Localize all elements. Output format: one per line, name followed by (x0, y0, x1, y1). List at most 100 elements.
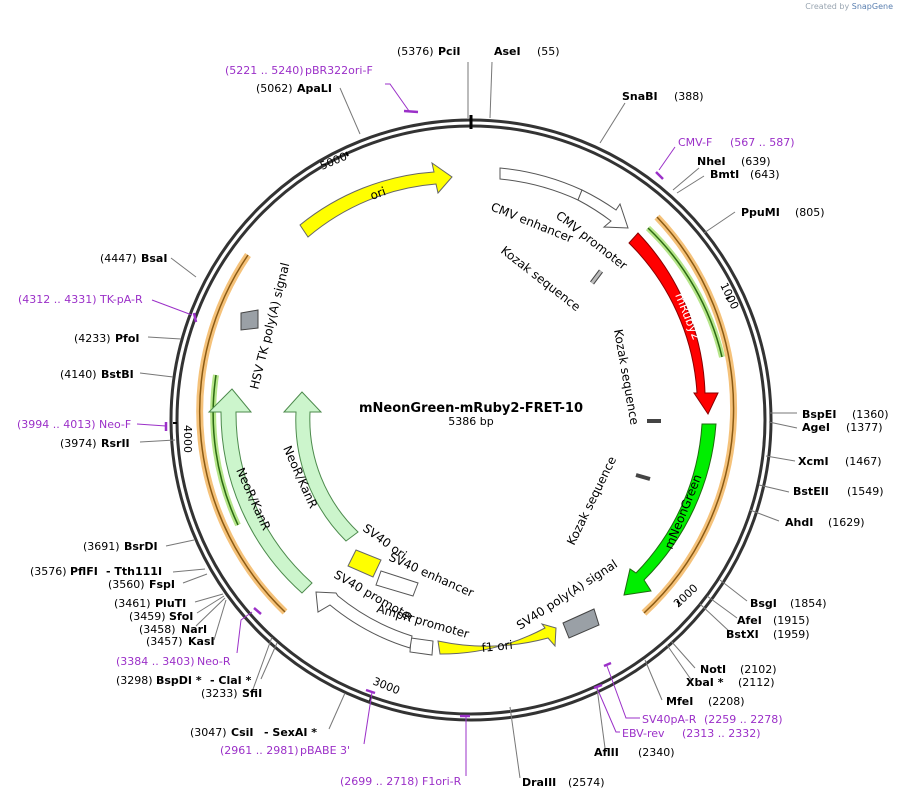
site-pos-csii: (3047) (190, 726, 227, 739)
primer-mark-pbr322ori-f (403, 109, 419, 114)
leader-draiii (509, 706, 521, 779)
feature-ori-label: ori (368, 184, 387, 202)
site-pos-pcii: (5376) (397, 45, 434, 58)
primer-name-f1ori-r: F1ori-R (422, 775, 462, 788)
primer-range-cmv-f: (567 .. 587) (730, 136, 795, 149)
primer-name-neo-r: Neo-R (197, 655, 231, 668)
site-name-sexai: - SexAI * (264, 726, 317, 739)
feature-mneongreen (623, 423, 717, 596)
site-name-tth111i: - Tth111I (106, 565, 162, 578)
site-name-apali: ApaLI (297, 82, 332, 95)
site-name-sfii: SfiI (242, 687, 262, 700)
primer-leader-cmv-f (658, 146, 676, 171)
site-name-pluti: PluTI (155, 597, 186, 610)
site-name-nari: NarI (181, 623, 207, 636)
primer-leader-pbr322ori-f (385, 83, 410, 112)
site-name-bstxi: BstXI (726, 628, 759, 641)
primer-range-ebv-rev: (2313 .. 2332) (682, 727, 761, 740)
leader-bsteii (758, 484, 790, 493)
site-name-csii: CsiI (231, 726, 253, 739)
feature-kozak-1-fill (590, 270, 603, 284)
orf-green-left-core (212, 374, 239, 526)
feature-mruby2 (628, 232, 719, 416)
site-name-fspi: FspI (149, 578, 175, 591)
primer-mark-tk-pa-r (192, 312, 198, 323)
primer-range-pbabe-3: (2961 .. 2981) (220, 744, 299, 757)
feature-sv40-ori (347, 549, 382, 578)
site-pos-afliii: (2340) (638, 746, 675, 759)
feature-neokanr-inner (282, 391, 359, 542)
site-name-bstbi: BstBI (101, 368, 134, 381)
site-pos-bstxi: (1959) (773, 628, 810, 641)
site-pos-rsrii: (3974) (60, 437, 97, 450)
site-pos-bsrdi: (3691) (83, 540, 120, 553)
leader-bsrdi (165, 539, 195, 547)
leader-rsrii (139, 439, 176, 443)
primer-range-pbr322ori-f: (5221 .. 5240) (225, 64, 304, 77)
leader-nari (195, 597, 226, 627)
site-name-afliii: AflII (594, 746, 619, 759)
leader-ahdi (749, 509, 780, 522)
site-name-kasi: KasI (188, 635, 215, 648)
primer-leader-neo-r (236, 611, 253, 654)
primer-name-pbr322ori-f: pBR322ori-F (305, 64, 373, 77)
tick-5000 (345, 151, 349, 157)
credit-brand: SnapGene (851, 2, 893, 11)
site-name-pfoi: PfoI (115, 332, 140, 345)
site-name-bspei: BspEI (802, 408, 836, 421)
site-name-asei: AseI (494, 45, 521, 58)
leader-mfei (644, 659, 663, 701)
feature-kozak-3-label: Kozak sequence (564, 454, 619, 547)
tick-label-4000: 4000 (181, 425, 194, 453)
leader-fspi (182, 573, 208, 584)
leader-pflfi (172, 568, 206, 573)
site-pos-pfoi: (4233) (74, 332, 111, 345)
orf-outer-left-core (198, 254, 286, 613)
feature-f1-ori-label: f1 ori (481, 638, 514, 655)
site-name-pcii: PciI (438, 45, 460, 58)
primer-name-pbabe-3: pBABE 3' (300, 744, 350, 757)
feature-cmv-promoter (577, 189, 629, 229)
leader-asei (489, 61, 493, 119)
primer-mark-cmv-f (655, 171, 664, 180)
primer-labels: (5221 .. 5240) pBR322ori-F CMV-F (567 ..… (17, 64, 795, 788)
site-name-bsteii: BstEII (793, 485, 829, 498)
leader-pluti (194, 593, 224, 603)
site-pos-noti: (2102) (740, 663, 777, 676)
primer-leaders (136, 83, 676, 776)
site-name-clai: - ClaI * (210, 674, 252, 687)
leader-sfoi (196, 595, 225, 614)
site-pos-ppumi: (805) (795, 206, 825, 219)
primer-leader-ebv-rev (596, 687, 620, 733)
site-pos-snabi: (388) (674, 90, 704, 103)
credit-prefix: Created by (805, 2, 850, 11)
feature-ampr-promoter (409, 637, 434, 656)
primer-mark-pbabe-3 (365, 688, 376, 695)
feature-hsv-tk-polya (240, 309, 259, 331)
feature-sv40-promoter (315, 591, 413, 649)
primer-range-tk-pa-r: (4312 .. 4331) (18, 293, 97, 306)
snapgene-credit: Created by SnapGene (805, 2, 893, 11)
leader-pfoi (147, 336, 182, 340)
primer-range-f1ori-r: (2699 .. 2718) (340, 775, 419, 788)
leader-sfii (251, 636, 273, 693)
site-labels: (5376) PciI AseI (55) SnaBI (388) NheI (… (30, 45, 889, 789)
primer-mark-sv40pa-r (603, 661, 612, 668)
primer-leader-sv40pa-r (606, 665, 640, 719)
primer-name-sv40pa-r: SV40pA-R (642, 713, 697, 726)
plasmid-backbone (169, 115, 773, 722)
site-name-noti: NotI (700, 663, 726, 676)
leader-apali (339, 87, 361, 135)
leader-afei (706, 595, 738, 619)
site-pos-asei: (55) (537, 45, 560, 58)
leader-noti (670, 640, 696, 669)
leader-snabi (599, 102, 626, 144)
feature-kozak-1-label: Kozak sequence (498, 243, 583, 314)
site-pos-mfei: (2208) (708, 695, 745, 708)
leader-bstbi (139, 372, 174, 378)
primer-name-cmv-f: CMV-F (678, 136, 712, 149)
leader-bspdi (260, 642, 278, 680)
feature-cmv-enhancer (499, 167, 583, 201)
feature-neokanr-outer (207, 388, 313, 594)
site-pos-sfoi: (3459) (129, 610, 166, 623)
